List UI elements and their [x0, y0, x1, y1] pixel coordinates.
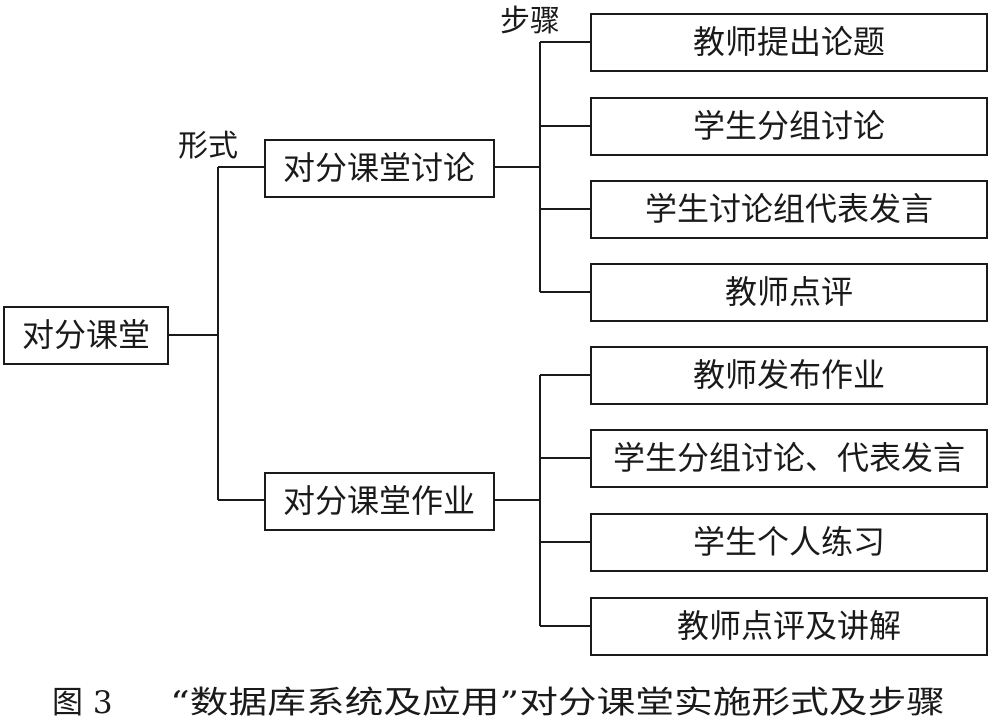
branch-node-homework: 对分课堂作业	[264, 472, 495, 531]
step-node: 学生分组讨论、代表发言	[590, 429, 988, 488]
step-node: 教师点评	[590, 263, 988, 322]
step-node: 学生讨论组代表发言	[590, 180, 988, 239]
step-label: 教师点评	[725, 273, 853, 311]
step-node: 教师点评及讲解	[590, 597, 988, 656]
step-label: 学生讨论组代表发言	[645, 190, 933, 228]
step-label: 学生分组讨论	[693, 107, 885, 145]
branch-label: 对分课堂作业	[283, 482, 475, 520]
caption-number: 图 3	[52, 685, 113, 721]
step-label: 教师发布作业	[693, 356, 885, 394]
branch-node-discussion: 对分课堂讨论	[264, 139, 495, 198]
step-node: 学生分组讨论	[590, 97, 988, 156]
connector-lines	[168, 41, 591, 627]
branch-label: 对分课堂讨论	[283, 149, 475, 187]
figure-caption: 图 3 “数据库系统及应用”对分课堂实施形式及步骤	[52, 685, 945, 721]
step-label: 教师提出论题	[693, 23, 885, 61]
root-label: 对分课堂	[22, 316, 150, 354]
step-node: 学生个人练习	[590, 513, 988, 572]
step-label: 学生个人练习	[693, 523, 885, 561]
step-node: 教师提出论题	[590, 13, 988, 72]
caption-text: “数据库系统及应用”对分课堂实施形式及步骤	[170, 685, 945, 721]
steps-label: 步骤	[500, 4, 560, 39]
step-label: 教师点评及讲解	[677, 607, 901, 645]
form-label: 形式	[178, 129, 238, 164]
step-node: 教师发布作业	[590, 346, 988, 405]
root-node: 对分课堂	[3, 306, 169, 365]
step-label: 学生分组讨论、代表发言	[613, 439, 965, 477]
